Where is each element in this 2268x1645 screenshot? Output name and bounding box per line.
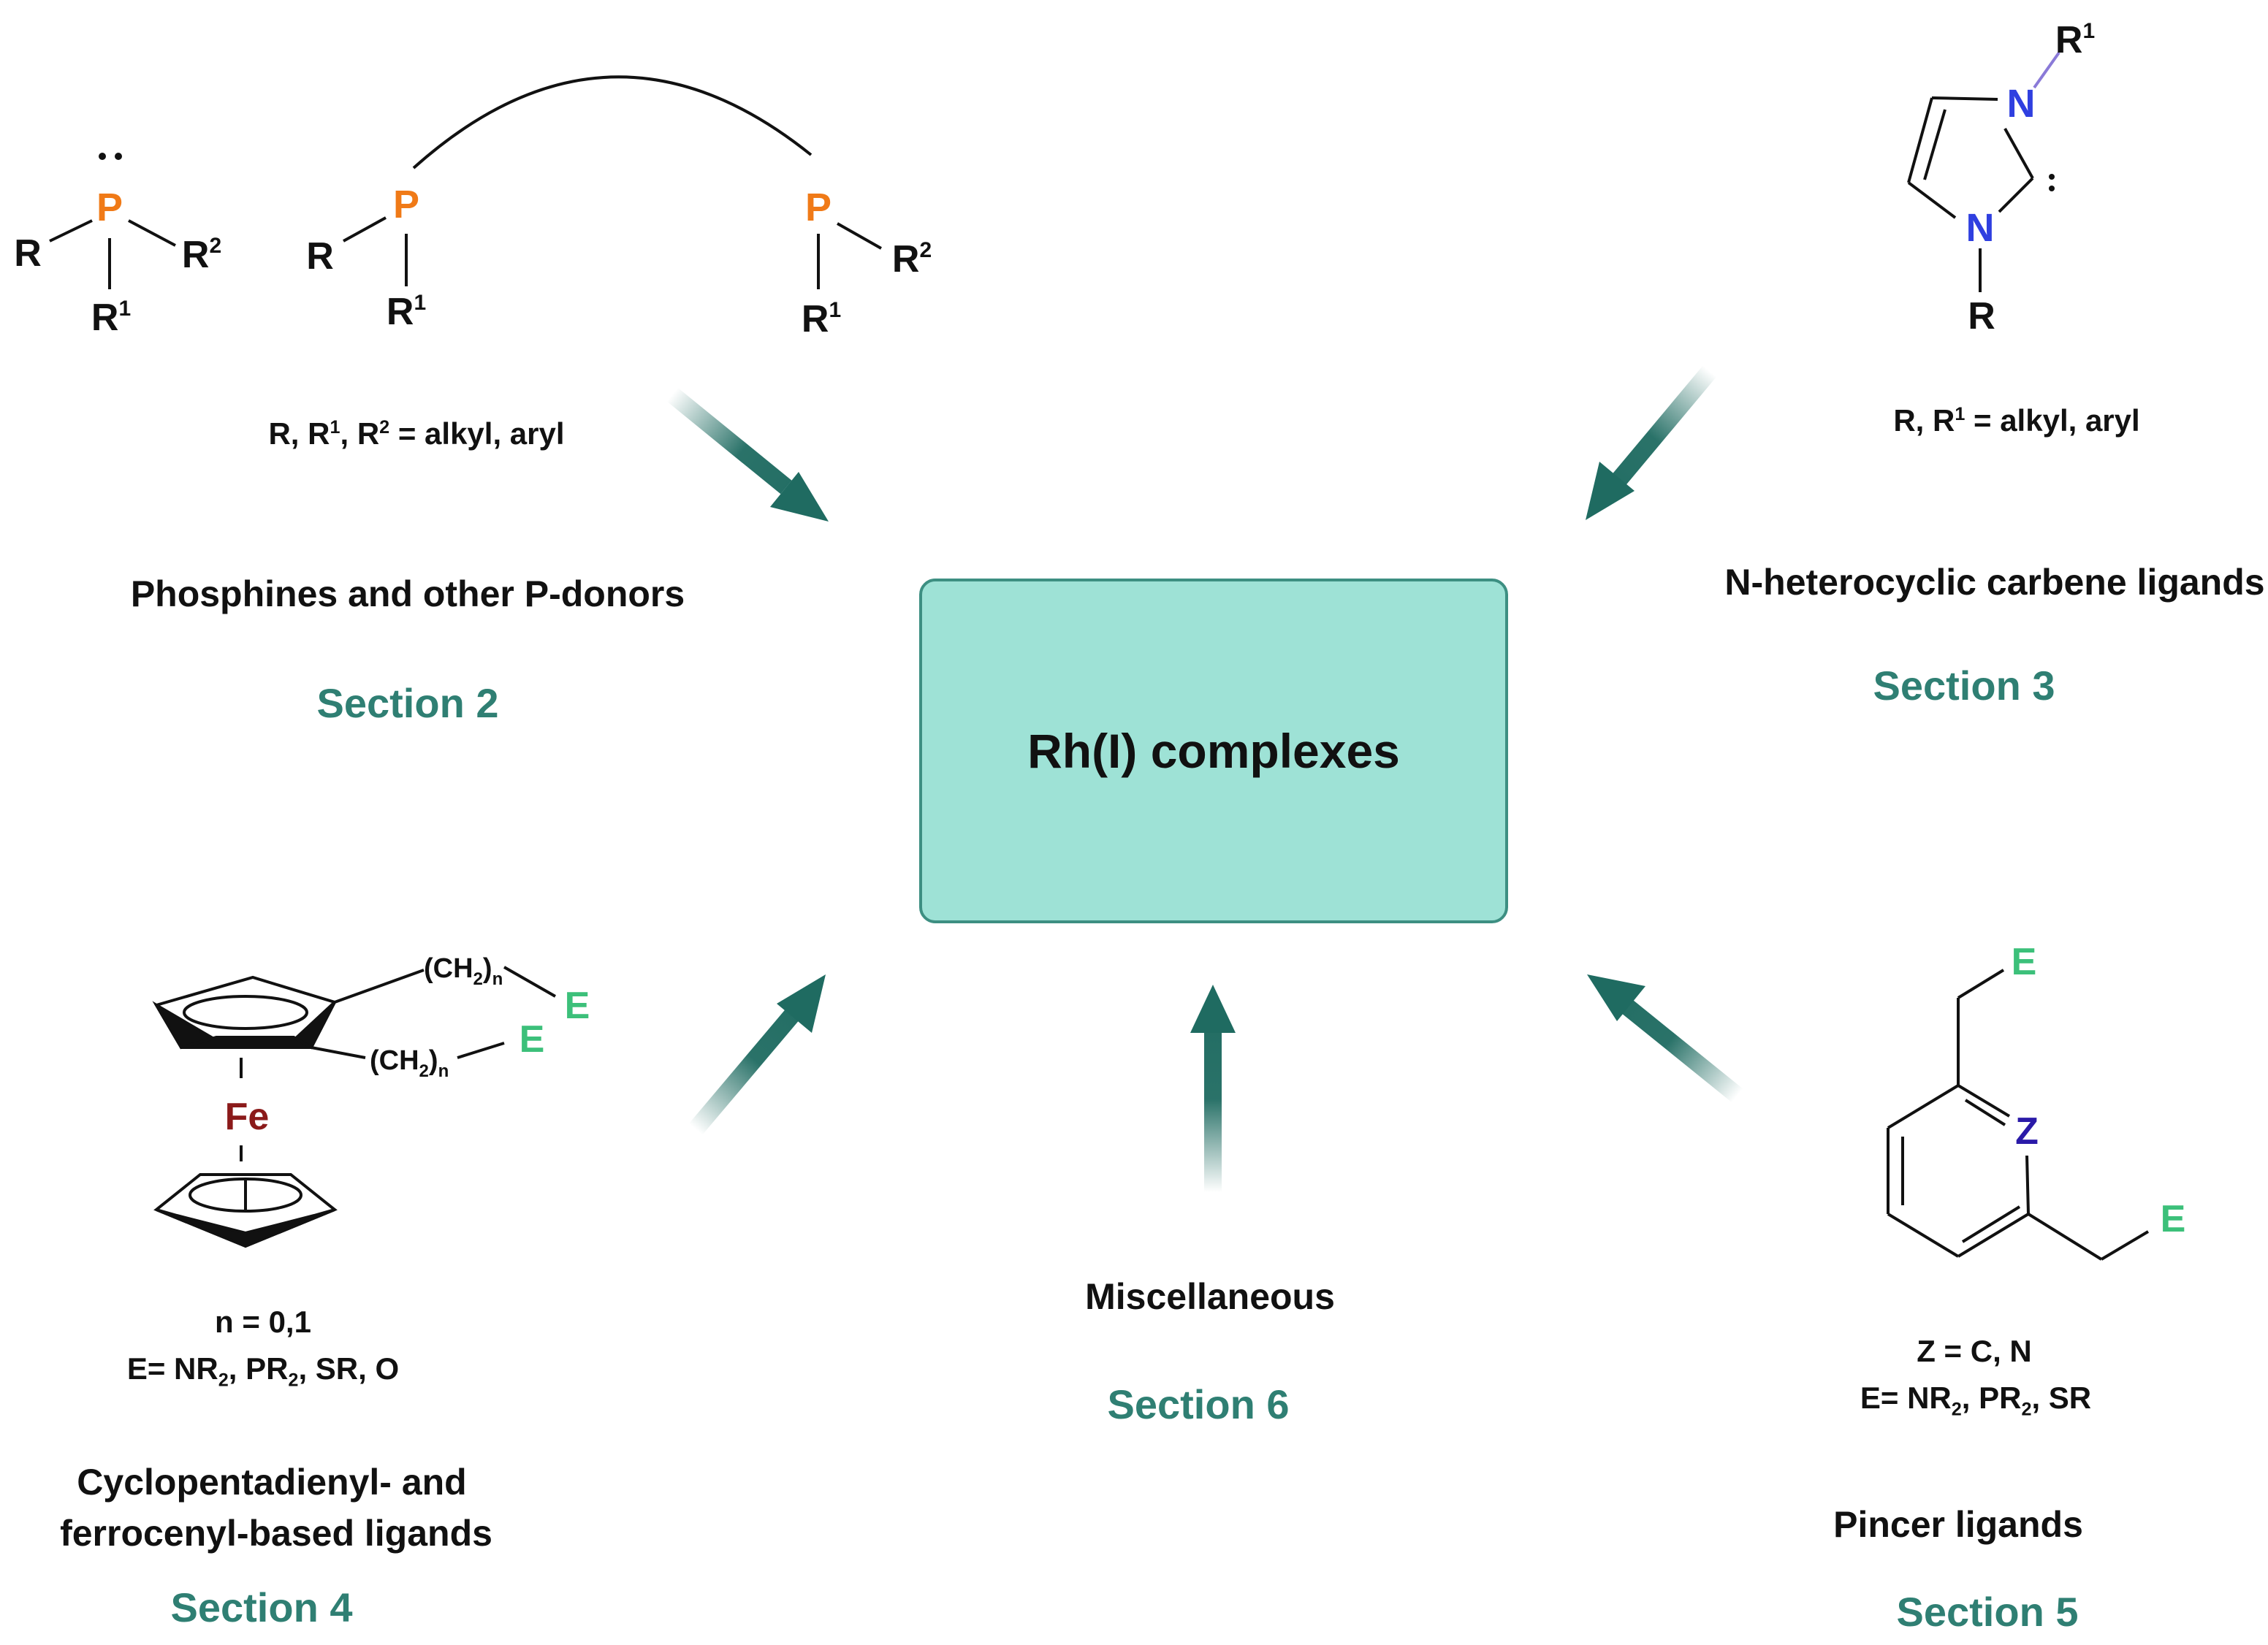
rh-complexes-label: Rh(I) complexes [1027,724,1400,778]
nhc-section: Section 3 [1873,663,2055,709]
cp-n-note: n = 0,1 [215,1305,311,1339]
pincer-title: Pincer ligands [1833,1504,2083,1545]
diphos-r1-label-left: R1 [387,291,426,333]
diphosphine-structure [343,75,882,289]
diphos-p-atom-right: P [805,186,832,229]
pincer-section: Section 5 [1896,1589,2079,1635]
diphos-r2-label: R2 [892,238,932,280]
diphos-r-label: R [306,235,334,278]
mono-r-label: R [14,232,42,275]
pincer-e-atom-bottom: E [2161,1198,2186,1240]
ch2n-label-upper: (CH2)n [424,953,503,989]
cp-e-note: E= NR2, PR2, SR, O [126,1351,400,1391]
arrow-from-nhc [1586,365,1717,520]
phosphine-title: Phosphines and other P-donors [130,573,685,614]
ferrocene-e-atom-lower: E [520,1018,545,1061]
diphos-r1-label-right: R1 [802,298,841,340]
mono-r2-label: R2 [182,234,221,276]
nhc-substituent-note: R, R1 = alkyl, aryl [1893,403,2140,438]
nhc-n-atom-bottom: N [1966,206,1995,250]
nhc-r-label: R [1968,295,1995,337]
cp-section: Section 4 [170,1584,353,1630]
pincer-e-note: E= NR2, PR2, SR [1860,1381,2092,1420]
pincer-z-note: Z = C, N [1917,1334,2032,1368]
arrow-from-cyclopentadienyl [688,974,826,1135]
nhc-n-atom-top: N [2007,82,2036,126]
diphos-p-atom-left: P [393,183,419,226]
misc-title: Miscellaneous [1085,1276,1335,1317]
cp-title-line1: Cyclopentadienyl- and [77,1462,467,1503]
pincer-structure [1887,969,2150,1261]
cp-title-line2: ferrocenyl-based ligands [60,1513,492,1554]
phosphine-section: Section 2 [316,680,499,726]
misc-section: Section 6 [1107,1381,1290,1427]
mono-r1-label: R1 [91,297,131,339]
nhc-r1-label: R1 [2055,19,2095,61]
pincer-z-atom: Z [2015,1110,2039,1153]
ch2n-label-lower: (CH2)n [370,1045,449,1081]
nhc-title: N-heterocyclic carbene ligands [1724,562,2265,603]
ferrocene-fe-atom: Fe [225,1096,270,1138]
arrow-from-misc [1190,985,1236,1192]
phosphine-substituent-note: R, R1, R2 = alkyl, aryl [268,416,565,451]
arrow-from-phosphines [666,387,829,522]
nhc-structure [1907,96,2055,292]
monophosphine-structure [49,153,176,289]
arrow-from-pincer [1587,974,1743,1103]
pincer-e-atom-top: E [2012,941,2037,983]
nhc-n-r1-bond [2033,51,2060,89]
ferrocene-e-atom-upper: E [565,985,590,1027]
mono-p-atom: P [96,186,123,229]
rh-complexes-box: Rh(I) complexes [919,579,1508,923]
ferrocene-structure [152,966,556,1248]
